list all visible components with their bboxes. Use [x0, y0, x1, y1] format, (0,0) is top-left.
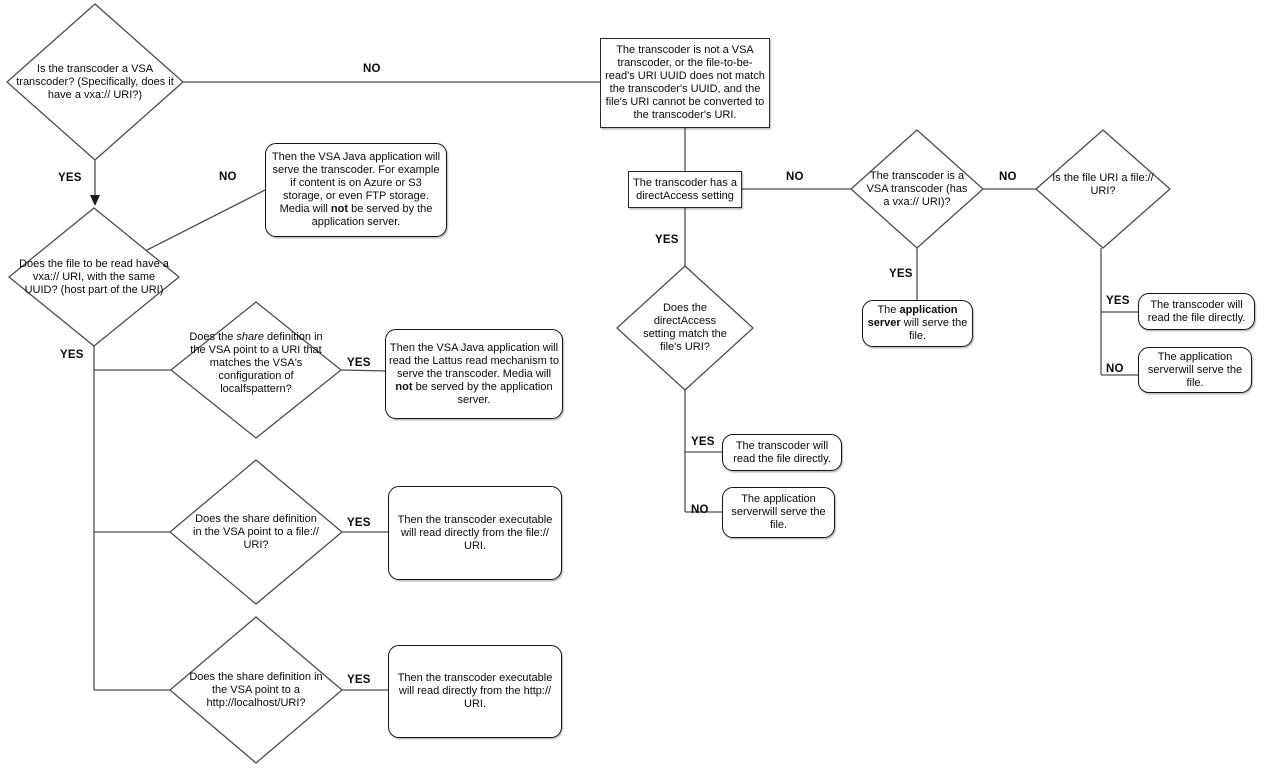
terminal-text-part: Then the VSA Java application will serve… [271, 151, 441, 215]
terminal-text-bold-part: not [330, 203, 349, 215]
terminal-read-http-uri: Then the transcoder executable will read… [388, 645, 562, 738]
terminal-read-file-uri: Then the transcoder executable will read… [388, 486, 562, 580]
edge-label-yes-d2: YES [60, 349, 84, 361]
edge-label-no-d1: NO [363, 63, 381, 75]
terminal-text-bold-part: application server [867, 304, 958, 329]
decision-diamond-is-vsa-transcoder-2 [850, 129, 984, 249]
terminal-app-server-serves-2: The application serverwill serve the fil… [1138, 347, 1252, 393]
decision-diamond-share-file-uri [168, 459, 344, 605]
edge-label-yes-d7: YES [889, 268, 913, 280]
diamond-text-share-localfspattern: Does the share definition in the VSA poi… [185, 322, 327, 427]
rect-node-has-directaccess: The transcoder has a directAccess settin… [628, 171, 742, 208]
diamond-text-part: Does the [189, 331, 237, 343]
decision-diamond-share-http-localhost [168, 616, 344, 764]
edge-label-no-r2: NO [786, 171, 804, 183]
terminal-text-part: Then the VSA Java application will read … [389, 341, 559, 380]
diamond-text-file-uri-file: Is the file URI a file:// URI? [1052, 172, 1154, 197]
decision-diamond-is-vsa-transcoder [6, 3, 184, 161]
diamond-text-share-file-uri: Does the share definition in the VSA poi… [193, 512, 319, 551]
terminal-vsa-java-serves: Then the VSA Java application will serve… [265, 143, 447, 237]
terminal-text-bold-part: not [395, 380, 413, 393]
edge-label-yes-d4: YES [347, 517, 371, 529]
edge-label-no-d7: NO [999, 171, 1017, 183]
diamond-text-share-http-localhost: Does the share definition in the VSA poi… [189, 670, 323, 709]
diamond-text-file-vxa-uri: Does the file to be read have a vxa:// U… [19, 257, 169, 296]
edge-label-no-d8: NO [1106, 363, 1124, 375]
diamond-text-directaccess-match: Does the directAccess setting match the … [643, 302, 727, 353]
diamond-text-is-vsa-transcoder-2: The transcoder is a VSA transcoder (has … [866, 169, 968, 208]
terminal-text-part: The [877, 304, 900, 316]
edge-label-yes-r2: YES [655, 234, 679, 246]
diamond-text-italic-part: share [236, 331, 264, 343]
diamond-text-part: definition in the VSA point to a URI tha… [190, 331, 323, 395]
diamond-text-is-vsa-transcoder: Is the transcoder a VSA transcoder? (Spe… [16, 62, 174, 101]
edge-label-no-d2: NO [219, 171, 237, 183]
terminal-transcoder-reads-directly: The transcoder will read the file direct… [722, 434, 842, 471]
edge-label-no-d6: NO [691, 504, 709, 516]
terminal-text-part: be served by the application server. [311, 203, 433, 228]
arrow-down-icon [90, 195, 100, 206]
edge-label-yes-d1: YES [58, 172, 82, 184]
terminal-transcoder-reads-directly-2: The transcoder will read the file direct… [1138, 293, 1255, 330]
edge-label-yes-d8: YES [1106, 295, 1130, 307]
edge-label-yes-d5: YES [347, 674, 371, 686]
terminal-app-server-serves: The application serverwill serve the fil… [722, 487, 835, 538]
decision-diamond-file-vxa-uri [7, 207, 181, 347]
edge-label-yes-d6: YES [691, 436, 715, 448]
decision-diamond-directaccess-match [616, 265, 754, 391]
terminal-lattus-read: Then the VSA Java application will read … [385, 329, 563, 419]
terminal-text-part: will serve the file. [900, 317, 968, 342]
terminal-app-server-serves-bold: The application server will serve the fi… [862, 300, 973, 347]
rect-node-not-vsa-summary: The transcoder is not a VSA transcoder, … [600, 38, 770, 128]
edge-d3-yes-b2 [340, 369, 387, 372]
edge-label-yes-d3: YES [347, 357, 371, 369]
terminal-text-part: be served by the application server. [412, 380, 553, 406]
decision-diamond-file-uri-file [1035, 129, 1171, 249]
decision-diamond-share-localfspattern [169, 301, 343, 439]
